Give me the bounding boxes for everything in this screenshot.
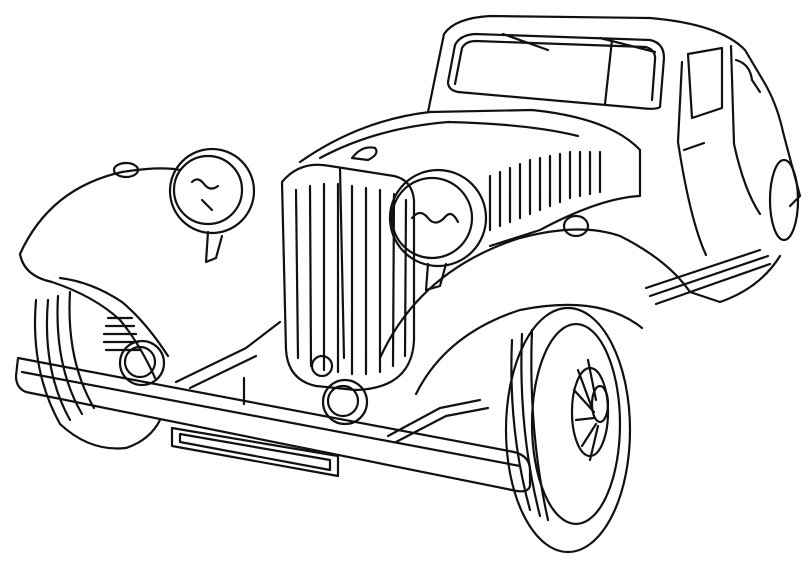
right-headlight-rim [388, 168, 488, 268]
left-headlight-reflection [190, 178, 220, 212]
radiator-grille-outline [280, 163, 416, 392]
wiper-right [598, 36, 657, 54]
running-board [644, 248, 772, 306]
door-rear-line [729, 44, 762, 216]
license-plate-frame [178, 432, 332, 472]
right-headlight-mount [424, 262, 448, 292]
center-fog-light [321, 378, 369, 426]
hood-center-line [318, 120, 580, 160]
right-wheel-cap [590, 384, 610, 424]
badge-ring [310, 354, 334, 378]
right-headlight-lens [390, 176, 474, 260]
rear-wheel [768, 158, 800, 242]
front-bumper [14, 356, 532, 493]
right-fender [378, 228, 782, 360]
right-wheel-hub [570, 366, 610, 458]
grille-center-bar [338, 166, 346, 360]
side-mirror [734, 58, 762, 94]
windshield-inner-line [453, 39, 657, 102]
right-wheel-spokes [572, 358, 600, 462]
right-tire-sidewall [530, 322, 622, 526]
left-sidelight [112, 161, 140, 179]
right-frame-rail [386, 398, 490, 444]
right-sidelight [562, 214, 590, 238]
side-window [686, 46, 724, 120]
wiper-left [501, 32, 550, 52]
front-axle [174, 320, 282, 406]
left-brake-drum [102, 316, 142, 352]
left-headlight-mount [204, 230, 224, 264]
left-fog-light [118, 339, 166, 387]
windshield-pillar [603, 38, 614, 106]
windshield [446, 32, 666, 110]
right-headlight-reflection [410, 211, 460, 224]
left-headlight-lens [172, 154, 244, 226]
left-fog-light-lens [123, 345, 157, 379]
right-fender-lower [414, 303, 644, 396]
door-handle [682, 141, 706, 152]
front-bumper-inner [20, 370, 522, 468]
left-headlight-rim [168, 147, 256, 235]
hood-outline [298, 108, 642, 248]
left-front-tire [33, 298, 162, 450]
car-roof [426, 14, 802, 208]
hood-ornament [350, 146, 378, 162]
door-line [676, 60, 708, 257]
left-fender-inner [58, 276, 170, 358]
license-plate [170, 426, 340, 478]
center-fog-light-lens [326, 384, 360, 418]
left-fender [18, 167, 182, 382]
grille-slats [294, 182, 408, 376]
right-front-tire [504, 306, 632, 554]
hood-side-vents [488, 150, 602, 232]
